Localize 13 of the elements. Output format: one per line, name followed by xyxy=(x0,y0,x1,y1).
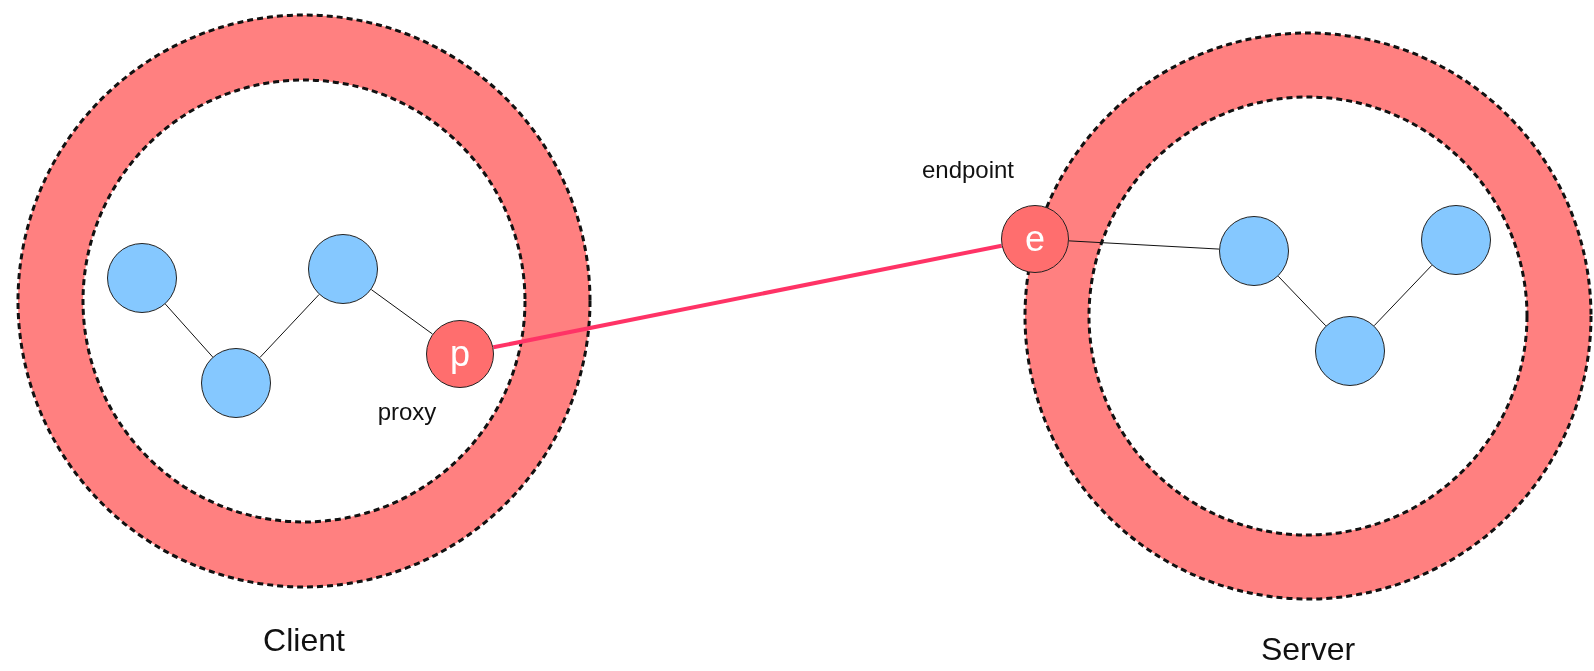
node-letter: p xyxy=(450,336,470,372)
connector-line xyxy=(1277,275,1327,327)
connector-line xyxy=(1373,264,1433,327)
zone-label: Client xyxy=(262,622,346,659)
connector-line xyxy=(259,294,320,358)
connector-line xyxy=(164,303,214,358)
node-caption: endpoint xyxy=(921,156,1015,184)
node-letter: e xyxy=(1025,221,1045,257)
node-caption: proxy xyxy=(377,398,437,426)
connector-line xyxy=(492,243,1003,350)
connector-line xyxy=(1068,240,1220,250)
connector-line xyxy=(370,289,433,335)
zone-label: Server xyxy=(1259,631,1357,668)
